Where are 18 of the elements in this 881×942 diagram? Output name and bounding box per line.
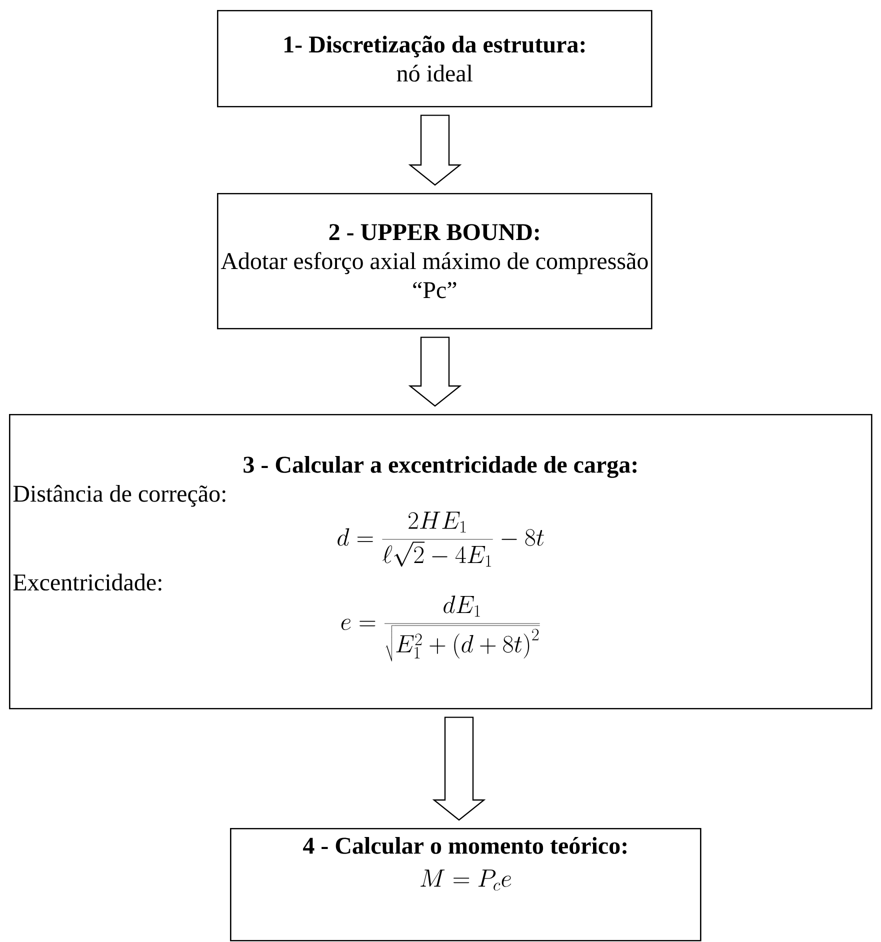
step-heading: 3 - Calcular a excentricidade de carga: [244,456,636,478]
field-label: Excentricidade: [13,574,162,591]
process-box [230,828,702,942]
block-arrow [432,716,486,821]
block-arrow [408,336,462,407]
step-text: nó ideal [396,64,472,82]
block-arrow [408,114,462,186]
formula: $e = \frac{dE_1}{\sqrt{E_1^2+\left(d+8t\right)^2}}$ [341,596,540,662]
step-heading: 4 - Calcular o momento teórico: [303,836,626,854]
process-box [217,10,652,108]
process-box [217,193,652,330]
step-heading: 2 - UPPER BOUND: [329,224,539,240]
process-box [9,414,872,710]
field-label: Distância de correção: [13,484,226,507]
formula: $d = \frac{2HE_1}{\ell\sqrt{2}-4E_1}-8t$ [338,512,544,567]
step-heading: 1- Discretização da estrutura: [284,36,585,58]
step-text: Adotar esforço axial máximo de compressão “Pc” [220,252,648,298]
formula: $M = P_c e$ [420,870,512,891]
